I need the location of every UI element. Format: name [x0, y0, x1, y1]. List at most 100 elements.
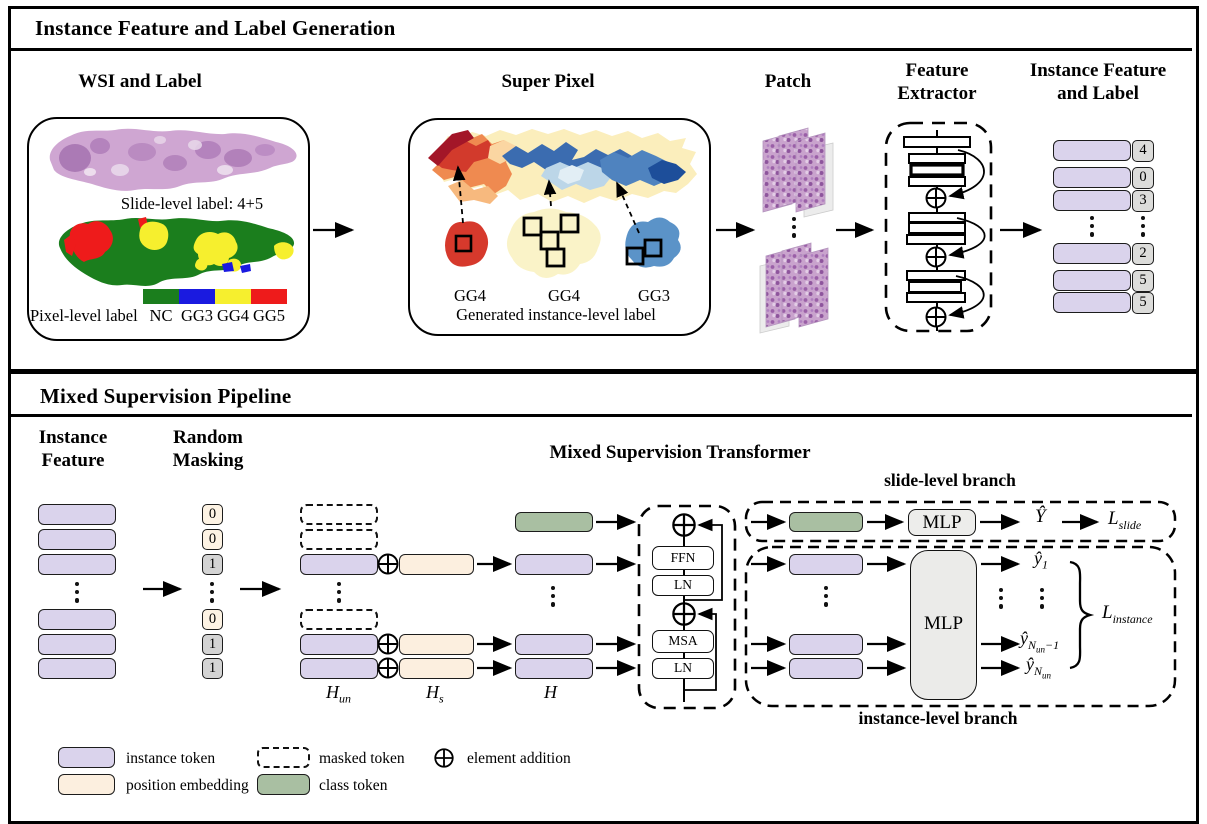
ln-block-bottom: LN [652, 658, 714, 679]
loss-instance-base: L [1102, 602, 1113, 623]
mask-chip-3: 0 [202, 609, 223, 630]
patch-ellipsis [792, 217, 797, 238]
mask-value: 1 [208, 660, 217, 676]
instance-token [38, 609, 116, 630]
bottom-if-header-line2: Feature [41, 450, 105, 472]
wsi-box [27, 117, 310, 341]
yn1-trail: −1 [1045, 637, 1060, 652]
mask-chip-4: 1 [202, 634, 223, 655]
legend-class-token-label: class token [319, 777, 388, 794]
slide-mlp: MLP [908, 509, 976, 536]
random-masking-header: Random Masking [158, 426, 258, 472]
mask-column-ellipsis [210, 582, 215, 603]
position-embedding [399, 554, 474, 575]
h-s-sub: s [439, 691, 444, 706]
pixel-level-label-caption: Pixel-level label [30, 306, 138, 325]
instance-feature-header: Instance Feature and Label [1018, 59, 1178, 105]
class-token [789, 512, 863, 532]
generated-instance-label-caption: Generated instance-level label [456, 305, 656, 324]
gg-label-2: GG4 [547, 286, 581, 305]
class-label-gg4: GG4 [216, 306, 250, 325]
top-title-separator [9, 48, 1192, 51]
instance-feature-header-line2: and Label [1057, 83, 1139, 105]
feature-extractor-header-line1: Feature [905, 60, 969, 81]
loss-instance-sub: instance [1112, 611, 1153, 626]
instance-token [38, 504, 116, 525]
class-token [515, 512, 593, 532]
bottom-title-separator [9, 414, 1192, 417]
wsi-header: WSI and Label [78, 71, 202, 92]
mask-value: 0 [208, 531, 217, 547]
h-un-base: H [326, 682, 339, 702]
instance-feature-row [1053, 243, 1131, 264]
slide-level-label: Slide-level label: 4+5 [120, 194, 264, 213]
instance-feature-ellipsis [1090, 216, 1095, 237]
transformer-title: Mixed Supervision Transformer [549, 442, 811, 463]
instance-label-ellipsis [1141, 216, 1146, 237]
msa-block: MSA [652, 630, 714, 653]
loss-slide-base: L [1108, 508, 1119, 529]
instance-token [38, 634, 116, 655]
instance-token [515, 554, 593, 575]
instance-feature-row [1053, 292, 1131, 313]
colorbar-nc [143, 289, 179, 304]
y-column-ellipsis [1040, 588, 1045, 609]
y-hat-n: ŷNun [1026, 654, 1051, 680]
branch-input-ellipsis [824, 586, 829, 607]
loss-slide: Lslide [1108, 508, 1141, 533]
colorbar-gg3 [179, 289, 215, 304]
superpixel-header: Super Pixel [501, 71, 595, 92]
instance-label-chip: 0 [1132, 167, 1154, 189]
yn-subN: N [1034, 663, 1043, 678]
mask-value: 1 [208, 556, 217, 572]
instance-mlp-label: MLP [923, 613, 964, 634]
masked-token [300, 609, 378, 630]
instance-token [38, 554, 116, 575]
legend-instance-token-label: instance token [126, 750, 216, 767]
mask-chip-5: 1 [202, 658, 223, 679]
instance-feature-header-line1: Instance Feature [1029, 60, 1167, 81]
instance-feature-row [1053, 270, 1131, 291]
class-label-gg5: GG5 [252, 306, 286, 325]
y-hat-n-minus-1: ŷNun−1 [1020, 628, 1059, 654]
feature-extractor-header: Feature Extractor [877, 59, 997, 105]
patch-header: Patch [764, 71, 812, 92]
instance-token [515, 634, 593, 655]
legend-position-embedding-swatch [58, 774, 115, 795]
instance-token [789, 554, 863, 575]
legend-masked-token-swatch [257, 747, 310, 768]
colorbar-gg5 [251, 289, 287, 304]
instance-token [789, 634, 863, 655]
legend-position-embedding-label: position embedding [126, 777, 249, 794]
instance-feature-row [1053, 167, 1131, 188]
mask-value: 0 [208, 506, 217, 522]
instance-label-chip: 3 [1132, 190, 1154, 212]
ln-block-top: LN [652, 575, 714, 596]
instance-label-chip: 5 [1132, 270, 1154, 292]
masked-token [300, 504, 378, 525]
instance-token [38, 529, 116, 550]
mlp-output-ellipsis [999, 588, 1004, 609]
yn1-subN: N [1028, 637, 1037, 652]
rm-header-line1: Random [173, 427, 243, 448]
instance-token [300, 658, 378, 679]
instance-feature-row [1053, 190, 1131, 211]
rm-header-line2: Masking [172, 450, 244, 472]
instance-feature-column-ellipsis [75, 582, 80, 603]
colorbar-gg4 [215, 289, 251, 304]
instance-token [789, 658, 863, 679]
y-hat-slide: Ŷ [1035, 506, 1046, 527]
yn1-subsub: un [1036, 643, 1046, 654]
yn-subsub: un [1042, 669, 1052, 680]
instance-label-chip: 5 [1132, 292, 1154, 314]
bottom-if-header-line1: Instance [38, 427, 108, 448]
bottom-instance-feature-header: Instance Feature [23, 426, 123, 472]
y1-base: ŷ [1034, 548, 1042, 568]
h-ellipsis [551, 586, 556, 607]
yn-base: ŷ [1026, 654, 1034, 674]
slide-branch-label: slide-level branch [884, 470, 1016, 490]
h-label: H [544, 682, 557, 702]
instance-token [38, 658, 116, 679]
loss-instance: Linstance [1102, 602, 1153, 627]
y1-sub: 1 [1042, 557, 1048, 572]
